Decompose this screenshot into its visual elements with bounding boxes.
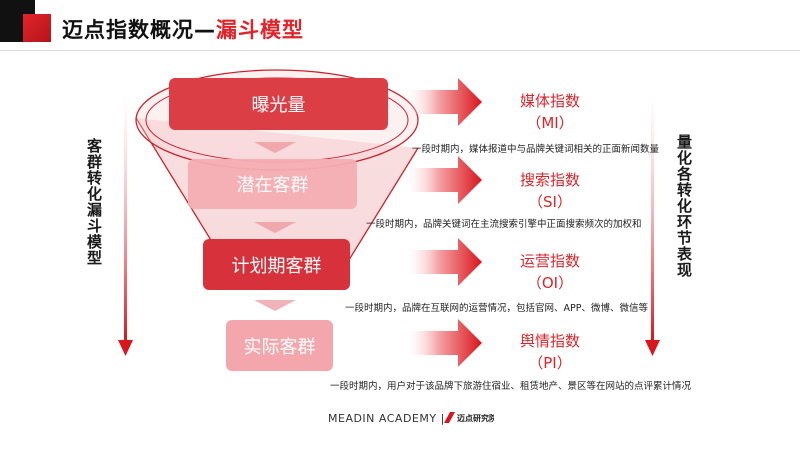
footer-logo-text: 迈点研究院	[457, 413, 494, 423]
right-arrow-icon	[404, 238, 482, 286]
index-name: 媒体指数	[519, 92, 580, 110]
chevron-down-icon	[254, 222, 296, 233]
right-arrow-icon	[404, 156, 482, 204]
index-name: 搜索指数	[519, 171, 580, 189]
footer-logo: 迈点研究院	[444, 412, 494, 423]
page-title-highlight: 漏斗模型	[216, 18, 304, 42]
index-operations: 运营指数 （OI）	[510, 250, 590, 294]
stage-potential-customers: 潜在客群	[188, 159, 357, 209]
corner-decoration	[0, 0, 51, 42]
stage-label: 潜在客群	[236, 175, 309, 196]
corner-red-block	[23, 14, 51, 42]
index-abbr: （PI）	[528, 354, 572, 372]
chevron-down-icon	[254, 142, 296, 153]
index-name: 运营指数	[519, 252, 580, 270]
right-arrow-icon	[404, 78, 482, 126]
stage-label: 计划期客群	[231, 255, 322, 277]
stage-label: 曝光量	[251, 95, 306, 116]
index-public-opinion: 舆情指数 （PI）	[510, 330, 590, 374]
title-divider	[0, 50, 800, 51]
page-title: 迈点指数概况—漏斗模型	[62, 14, 304, 44]
stage-planning-customers: 计划期客群	[203, 239, 350, 290]
left-down-arrow	[118, 90, 133, 356]
index-name: 舆情指数	[519, 332, 580, 350]
index-description: 一段时期内，媒体报道中与品牌关键词相关的正面新闻数量	[412, 144, 660, 155]
right-arrow-icon	[404, 319, 482, 367]
stage-label: 实际客群	[243, 336, 316, 358]
stage-actual-customers: 实际客群	[226, 320, 333, 371]
page-title-prefix: 迈点指数概况—	[62, 18, 216, 42]
chevron-down-icon	[254, 300, 296, 311]
right-side-label: 量化各转化环节表现	[675, 134, 693, 278]
stage-exposure: 曝光量	[169, 78, 388, 130]
left-side-label: 客群转化漏斗模型	[85, 138, 103, 266]
footer-brand: MEADIN ACADEMY |	[328, 412, 445, 425]
index-description: 一段时期内，品牌在互联网的运营情况，包括官网、APP、微博、微信等	[345, 303, 648, 314]
index-search: 搜索指数 （SI）	[510, 169, 590, 213]
index-abbr: （MI）	[526, 114, 574, 132]
index-abbr: （OI）	[526, 274, 574, 292]
index-abbr: （SI）	[528, 193, 572, 211]
right-down-arrow	[645, 90, 660, 356]
index-description: 一段时期内，用户对于该品牌下旅游住宿业、租赁地产、景区等在网站的点评累计情况	[330, 381, 692, 392]
index-media: 媒体指数 （MI）	[510, 90, 590, 134]
index-description: 一段时期内，品牌关键词在主流搜索引擎中正面搜索频次的加权和	[366, 219, 642, 230]
